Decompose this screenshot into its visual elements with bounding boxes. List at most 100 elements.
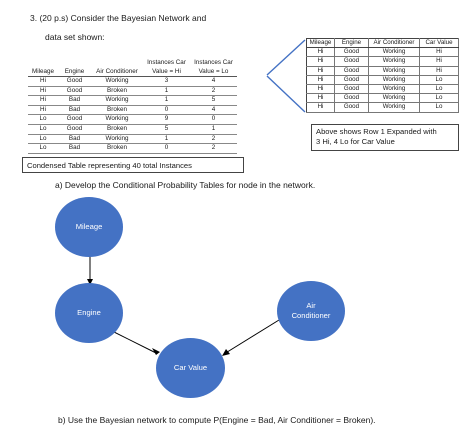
node-mileage: Mileage xyxy=(55,197,123,257)
node-car-value-label: Car Value xyxy=(173,363,208,372)
cell: Lo xyxy=(28,134,58,145)
cell: Hi xyxy=(419,66,459,76)
cell: Good xyxy=(334,102,369,113)
table-row: Lo Good Broken 5 1 xyxy=(28,124,237,135)
cell: Good xyxy=(334,66,369,76)
arrowhead-carvalue-from-ac xyxy=(222,349,230,356)
table-row: Lo Good Working 9 0 xyxy=(28,114,237,125)
cell: 5 xyxy=(190,95,237,106)
cell: Working xyxy=(368,66,420,76)
cell: Lo xyxy=(419,102,459,113)
edge-ac-carvalue xyxy=(223,319,280,355)
expanded-note-line1: Above shows Row 1 Expanded with xyxy=(316,127,437,136)
node-air-conditioner-label-line2: Conditioner xyxy=(291,311,331,320)
cell: Bad xyxy=(58,105,91,116)
node-car-value: Car Value xyxy=(156,338,225,398)
cell: 0 xyxy=(143,143,190,154)
cell: Bad xyxy=(58,134,91,145)
cell: Broken xyxy=(91,105,143,116)
header-mileage: Mileage xyxy=(28,67,58,77)
cell: Broken xyxy=(91,124,143,135)
cell: Working xyxy=(368,93,420,104)
cell: Lo xyxy=(28,114,58,125)
cell: Lo xyxy=(419,75,459,86)
node-engine-label: Engine xyxy=(77,308,101,317)
table-row: Hi Good Working Lo xyxy=(306,84,459,95)
cell: Hi xyxy=(306,47,335,58)
edge-engine-carvalue xyxy=(109,329,157,354)
cell: Hi xyxy=(306,93,335,104)
node-mileage-label: Mileage xyxy=(75,222,103,231)
cell: 1 xyxy=(143,95,190,106)
cell: Lo xyxy=(28,143,58,154)
cell: Working xyxy=(91,95,143,106)
cell: 3 xyxy=(143,76,190,87)
table-row: Hi Good Broken 1 2 xyxy=(28,86,237,97)
data-set-label: data set shown: xyxy=(45,32,105,42)
header-instances-hi-top: Instances Car xyxy=(147,58,186,66)
table-row: Hi Bad Working 1 5 xyxy=(28,95,237,106)
table-row: Hi Good Working Lo xyxy=(306,93,459,104)
header-engine: Engine xyxy=(58,67,91,77)
connector-line-bottom xyxy=(266,75,306,113)
cell: Good xyxy=(334,84,369,95)
cell: 1 xyxy=(143,134,190,145)
cell: Hi xyxy=(419,47,459,58)
table-row: Lo Bad Working 1 2 xyxy=(28,134,237,145)
cell: 2 xyxy=(190,134,237,145)
cell: 1 xyxy=(190,124,237,135)
cell: Good xyxy=(334,93,369,104)
part-b-text: b) Use the Bayesian network to compute P… xyxy=(58,415,376,425)
cell: Hi xyxy=(306,75,335,86)
question-header: 3. (20 p.s) Consider the Bayesian Networ… xyxy=(30,13,207,23)
cell: Hi xyxy=(306,84,335,95)
cell: Hi xyxy=(28,76,58,87)
expanded-header-car-value: Car Value xyxy=(419,38,459,49)
expanded-header-mileage: Mileage xyxy=(306,38,335,49)
cell: Hi xyxy=(28,86,58,97)
table-row: Lo Bad Broken 0 2 xyxy=(28,143,237,154)
cell: Hi xyxy=(419,56,459,67)
cell: Broken xyxy=(91,143,143,154)
connector-line-top xyxy=(266,39,306,76)
table-row: Hi Good Working Hi xyxy=(306,56,459,67)
cell: Working xyxy=(91,134,143,145)
arrowhead-engine xyxy=(87,279,93,285)
cell: Lo xyxy=(419,84,459,95)
expanded-note-line2: 3 Hi, 4 Lo for Car Value xyxy=(316,137,395,146)
cell: 5 xyxy=(143,124,190,135)
expanded-note-box: Above shows Row 1 Expanded with 3 Hi, 4 … xyxy=(311,124,459,151)
cell: Hi xyxy=(28,105,58,116)
cell: Bad xyxy=(58,95,91,106)
cell: 0 xyxy=(143,105,190,116)
cell: Working xyxy=(91,114,143,125)
cell: Working xyxy=(368,56,420,67)
header-instances-lo-top: Instances Car xyxy=(194,58,233,66)
cell: Good xyxy=(334,75,369,86)
cell: Hi xyxy=(28,95,58,106)
cell: Hi xyxy=(306,66,335,76)
cell: 1 xyxy=(143,86,190,97)
table-row: Hi Good Working Lo xyxy=(306,75,459,86)
cell: 4 xyxy=(190,105,237,116)
cell: Good xyxy=(58,124,91,135)
condensed-caption-box: Condensed Table representing 40 total In… xyxy=(22,157,244,173)
expanded-header-engine: Engine xyxy=(334,38,369,49)
cell: Broken xyxy=(91,86,143,97)
cell: Hi xyxy=(306,56,335,67)
cell: Lo xyxy=(419,93,459,104)
cell: Working xyxy=(368,75,420,86)
cell: Good xyxy=(58,114,91,125)
header-air-conditioner: Air Conditioner xyxy=(91,67,143,77)
cell: Good xyxy=(334,47,369,58)
table-row: Hi Good Working Lo xyxy=(306,102,459,113)
cell: 2 xyxy=(190,86,237,97)
cell: Good xyxy=(58,76,91,87)
cell: Working xyxy=(91,76,143,87)
table-row: Hi Good Working Hi xyxy=(306,66,459,76)
expanded-table: Mileage Engine Air Conditioner Car Value… xyxy=(306,38,459,113)
node-air-conditioner: Air Conditioner xyxy=(277,281,345,341)
cell: Working xyxy=(368,84,420,95)
cell: Working xyxy=(368,47,420,58)
